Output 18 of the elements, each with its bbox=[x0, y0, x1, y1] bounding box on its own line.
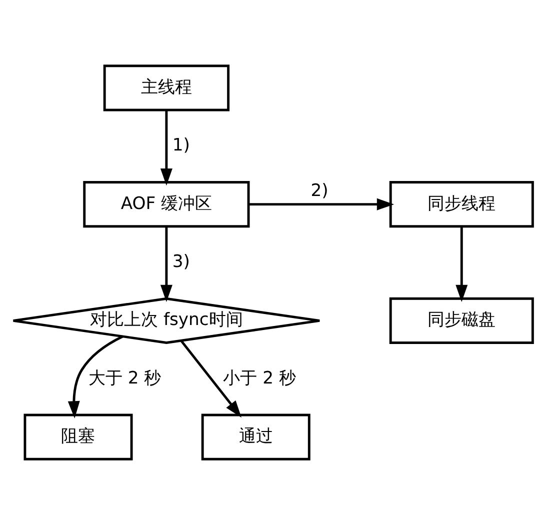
edge-label: 大于 2 秒 bbox=[88, 368, 162, 388]
node-box: 同步磁盘 bbox=[389, 297, 534, 344]
node-box: 同步线程 bbox=[389, 181, 534, 228]
edge-label: 小于 2 秒 bbox=[223, 368, 296, 388]
edge-label: 1) bbox=[172, 136, 190, 156]
arrow bbox=[248, 198, 394, 210]
arrow bbox=[68, 335, 124, 418]
edge-label: 2) bbox=[310, 180, 328, 201]
arrow bbox=[180, 340, 242, 418]
node-box: AOF 缓冲区 bbox=[83, 181, 250, 228]
arrow bbox=[160, 110, 172, 186]
node-box: 阻塞 bbox=[24, 414, 133, 460]
arrow bbox=[456, 226, 468, 302]
node-box: 通过 bbox=[201, 414, 310, 460]
node-box: 主线程 bbox=[103, 64, 230, 112]
edge-label: 3) bbox=[172, 252, 190, 272]
node-diamond: 对比上次 fsync时间 bbox=[12, 297, 321, 344]
arrow bbox=[160, 226, 172, 302]
